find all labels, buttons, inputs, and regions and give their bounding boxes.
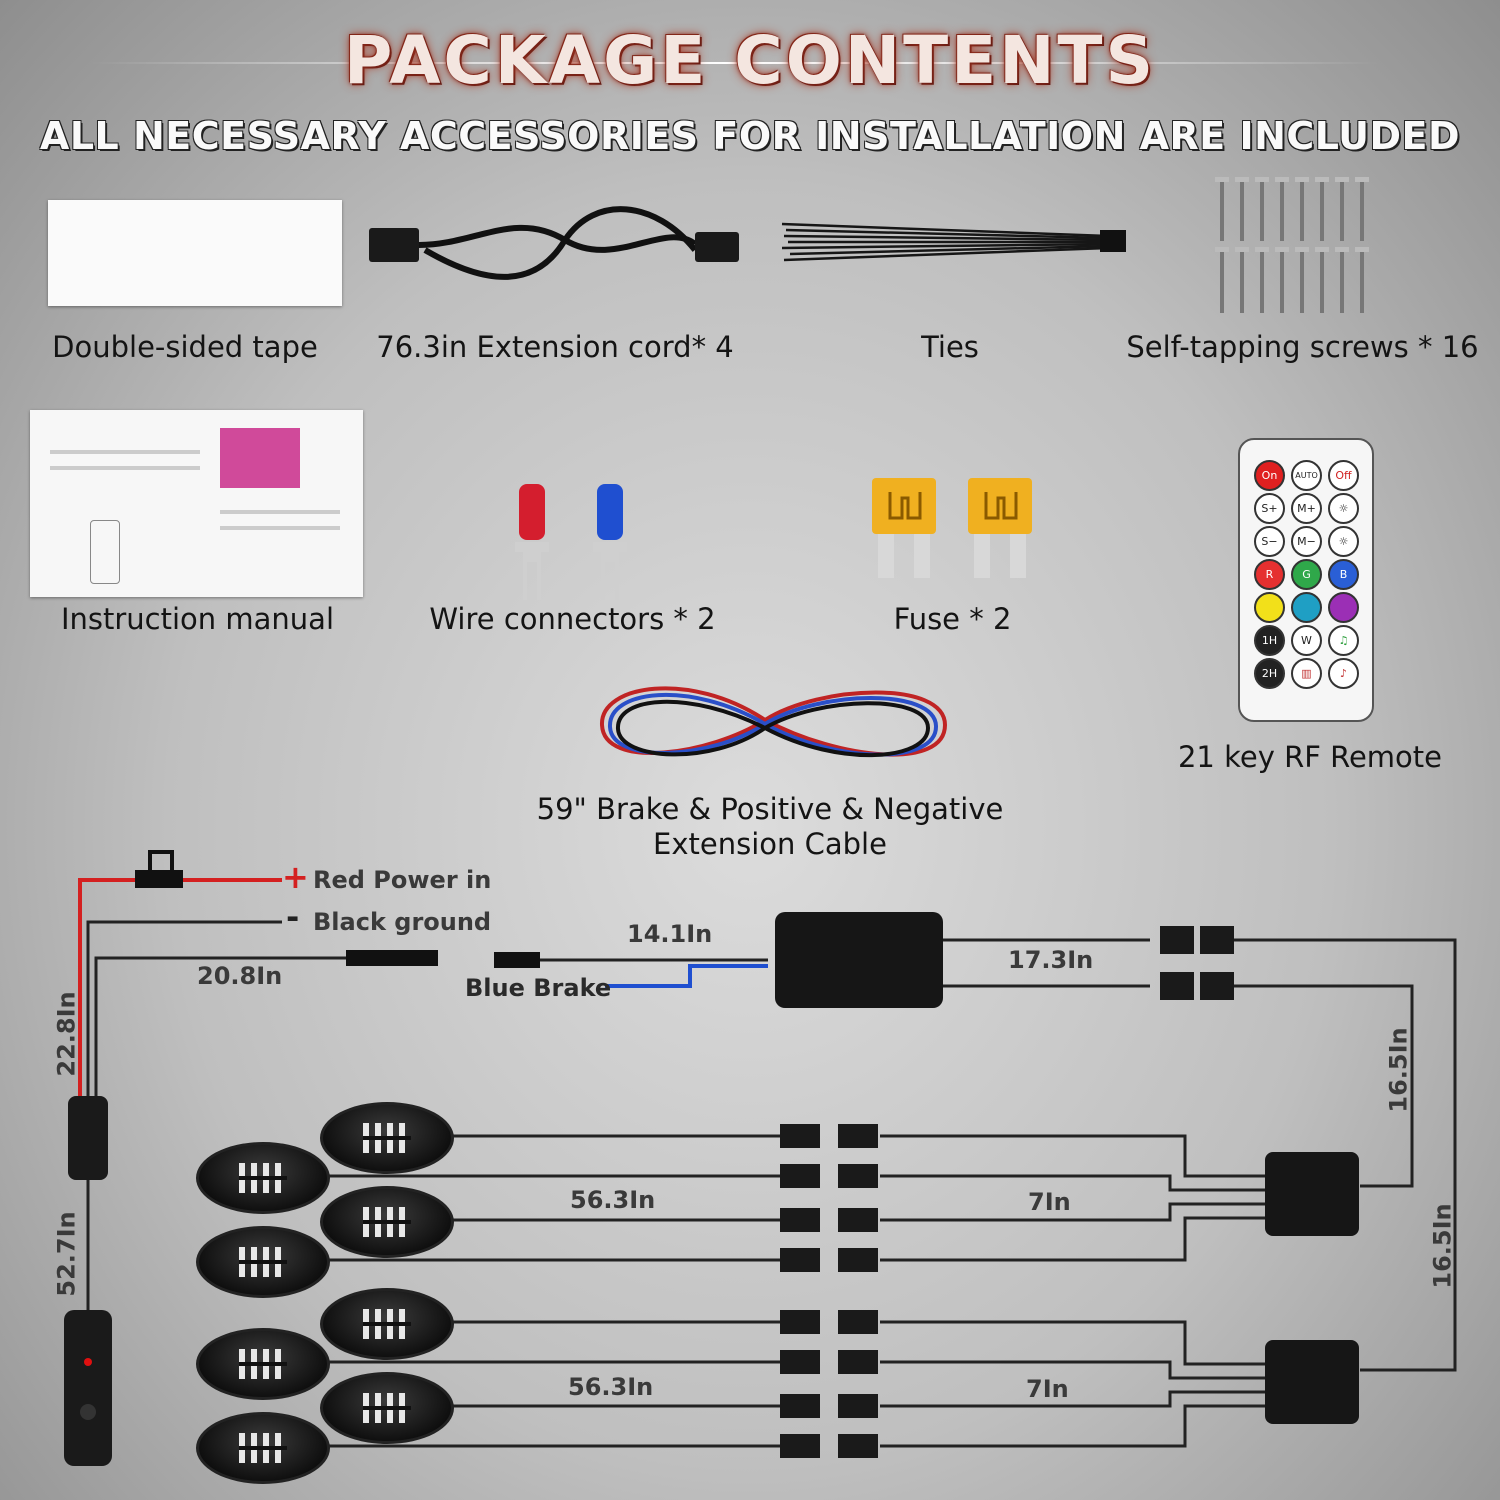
length-52-7: 52.7In [52, 1211, 81, 1297]
music-note-2-icon: ♪ [1328, 658, 1359, 689]
page-title: PACKAGE CONTENTS [344, 22, 1156, 99]
rock-light-pod [320, 1288, 454, 1360]
ties-label: Ties [921, 330, 979, 364]
manual-label: Instruction manual [60, 602, 335, 636]
fuses-image [872, 478, 1032, 578]
rock-light-pod [196, 1328, 330, 1400]
music-note-icon: ♫ [1328, 625, 1359, 656]
cable-label-line2: Extension Cable [653, 827, 887, 861]
remote-key-yellow [1254, 592, 1285, 623]
remote-key-green: G [1291, 559, 1322, 590]
tape-label: Double-sided tape [52, 330, 318, 364]
remote-key-speed-up: S+ [1254, 493, 1285, 524]
length-14-1: 14.1In [627, 920, 713, 948]
length-17-3: 17.3In [1008, 946, 1094, 974]
rock-light-pod [196, 1412, 330, 1484]
length-56-3-upper: 56.3In [570, 1186, 656, 1214]
extension-cord-image [369, 206, 739, 280]
length-22-8: 22.8In [52, 991, 81, 1077]
remote-key-cyan [1291, 592, 1322, 623]
wire-connectors-label: Wire connectors * 2 [429, 602, 716, 636]
equalizer-icon: ▥ [1291, 658, 1322, 689]
plus-sign: + [282, 858, 309, 896]
remote-label: 21 key RF Remote [1177, 740, 1443, 774]
remote-key-auto: AUTO [1291, 460, 1322, 491]
ties-image [781, 222, 1126, 262]
remote-key-mode-down: M− [1291, 526, 1322, 557]
length-20-8: 20.8In [197, 962, 283, 990]
length-56-3-lower: 56.3In [568, 1373, 654, 1401]
wire-connectors-image [515, 484, 627, 600]
screws-label: Self-tapping screws * 16 [1126, 330, 1479, 364]
rock-light-pod [196, 1226, 330, 1298]
remote-key-red: R [1254, 559, 1285, 590]
remote-key-mode-up: M+ [1291, 493, 1322, 524]
length-7-upper: 7In [1028, 1188, 1071, 1216]
remote-key-blue: B [1328, 559, 1359, 590]
brightness-up-icon: ☼ [1328, 493, 1359, 524]
remote-key-1h: 1H [1254, 625, 1285, 656]
remote-key-on: On [1254, 460, 1285, 491]
black-ground-label: Black ground [313, 908, 492, 936]
rock-light-pod [196, 1142, 330, 1214]
length-7-lower: 7In [1026, 1375, 1069, 1403]
remote-key-2h: 2H [1254, 658, 1285, 689]
red-power-label: Red Power in [313, 866, 492, 894]
cable-label-line1: 59" Brake & Positive & Negative [536, 792, 1004, 826]
extension-cord-label: 76.3in Extension cord* 4 [376, 330, 734, 364]
minus-sign: - [286, 898, 300, 936]
remote-key-speed-down: S− [1254, 526, 1285, 557]
brightness-down-icon: ☼ [1328, 526, 1359, 557]
instruction-manual-image [30, 410, 363, 597]
remote-key-off: Off [1328, 460, 1359, 491]
wiring-diagram [64, 850, 1457, 1466]
double-sided-tape-image [48, 200, 342, 306]
rf-remote-image: On AUTO Off S+ M+ ☼ S− M− ☼ R G B 1H W ♫… [1238, 438, 1374, 722]
blue-brake-label: Blue Brake [465, 974, 612, 1002]
screws-image [1215, 177, 1369, 313]
title-rule [90, 62, 1380, 64]
length-16-5-upper: 16.5In [1384, 1027, 1413, 1113]
remote-key-purple [1328, 592, 1359, 623]
rock-light-pod [320, 1102, 454, 1174]
remote-key-white: W [1291, 625, 1322, 656]
page-subtitle: ALL NECESSARY ACCESSORIES FOR INSTALLATI… [39, 114, 1461, 158]
rock-light-pod [320, 1372, 454, 1444]
length-16-5-lower: 16.5In [1428, 1203, 1457, 1289]
fuse-label: Fuse * 2 [893, 602, 1012, 636]
brake-extension-cable-image [599, 686, 948, 758]
rock-light-pod [320, 1186, 454, 1258]
